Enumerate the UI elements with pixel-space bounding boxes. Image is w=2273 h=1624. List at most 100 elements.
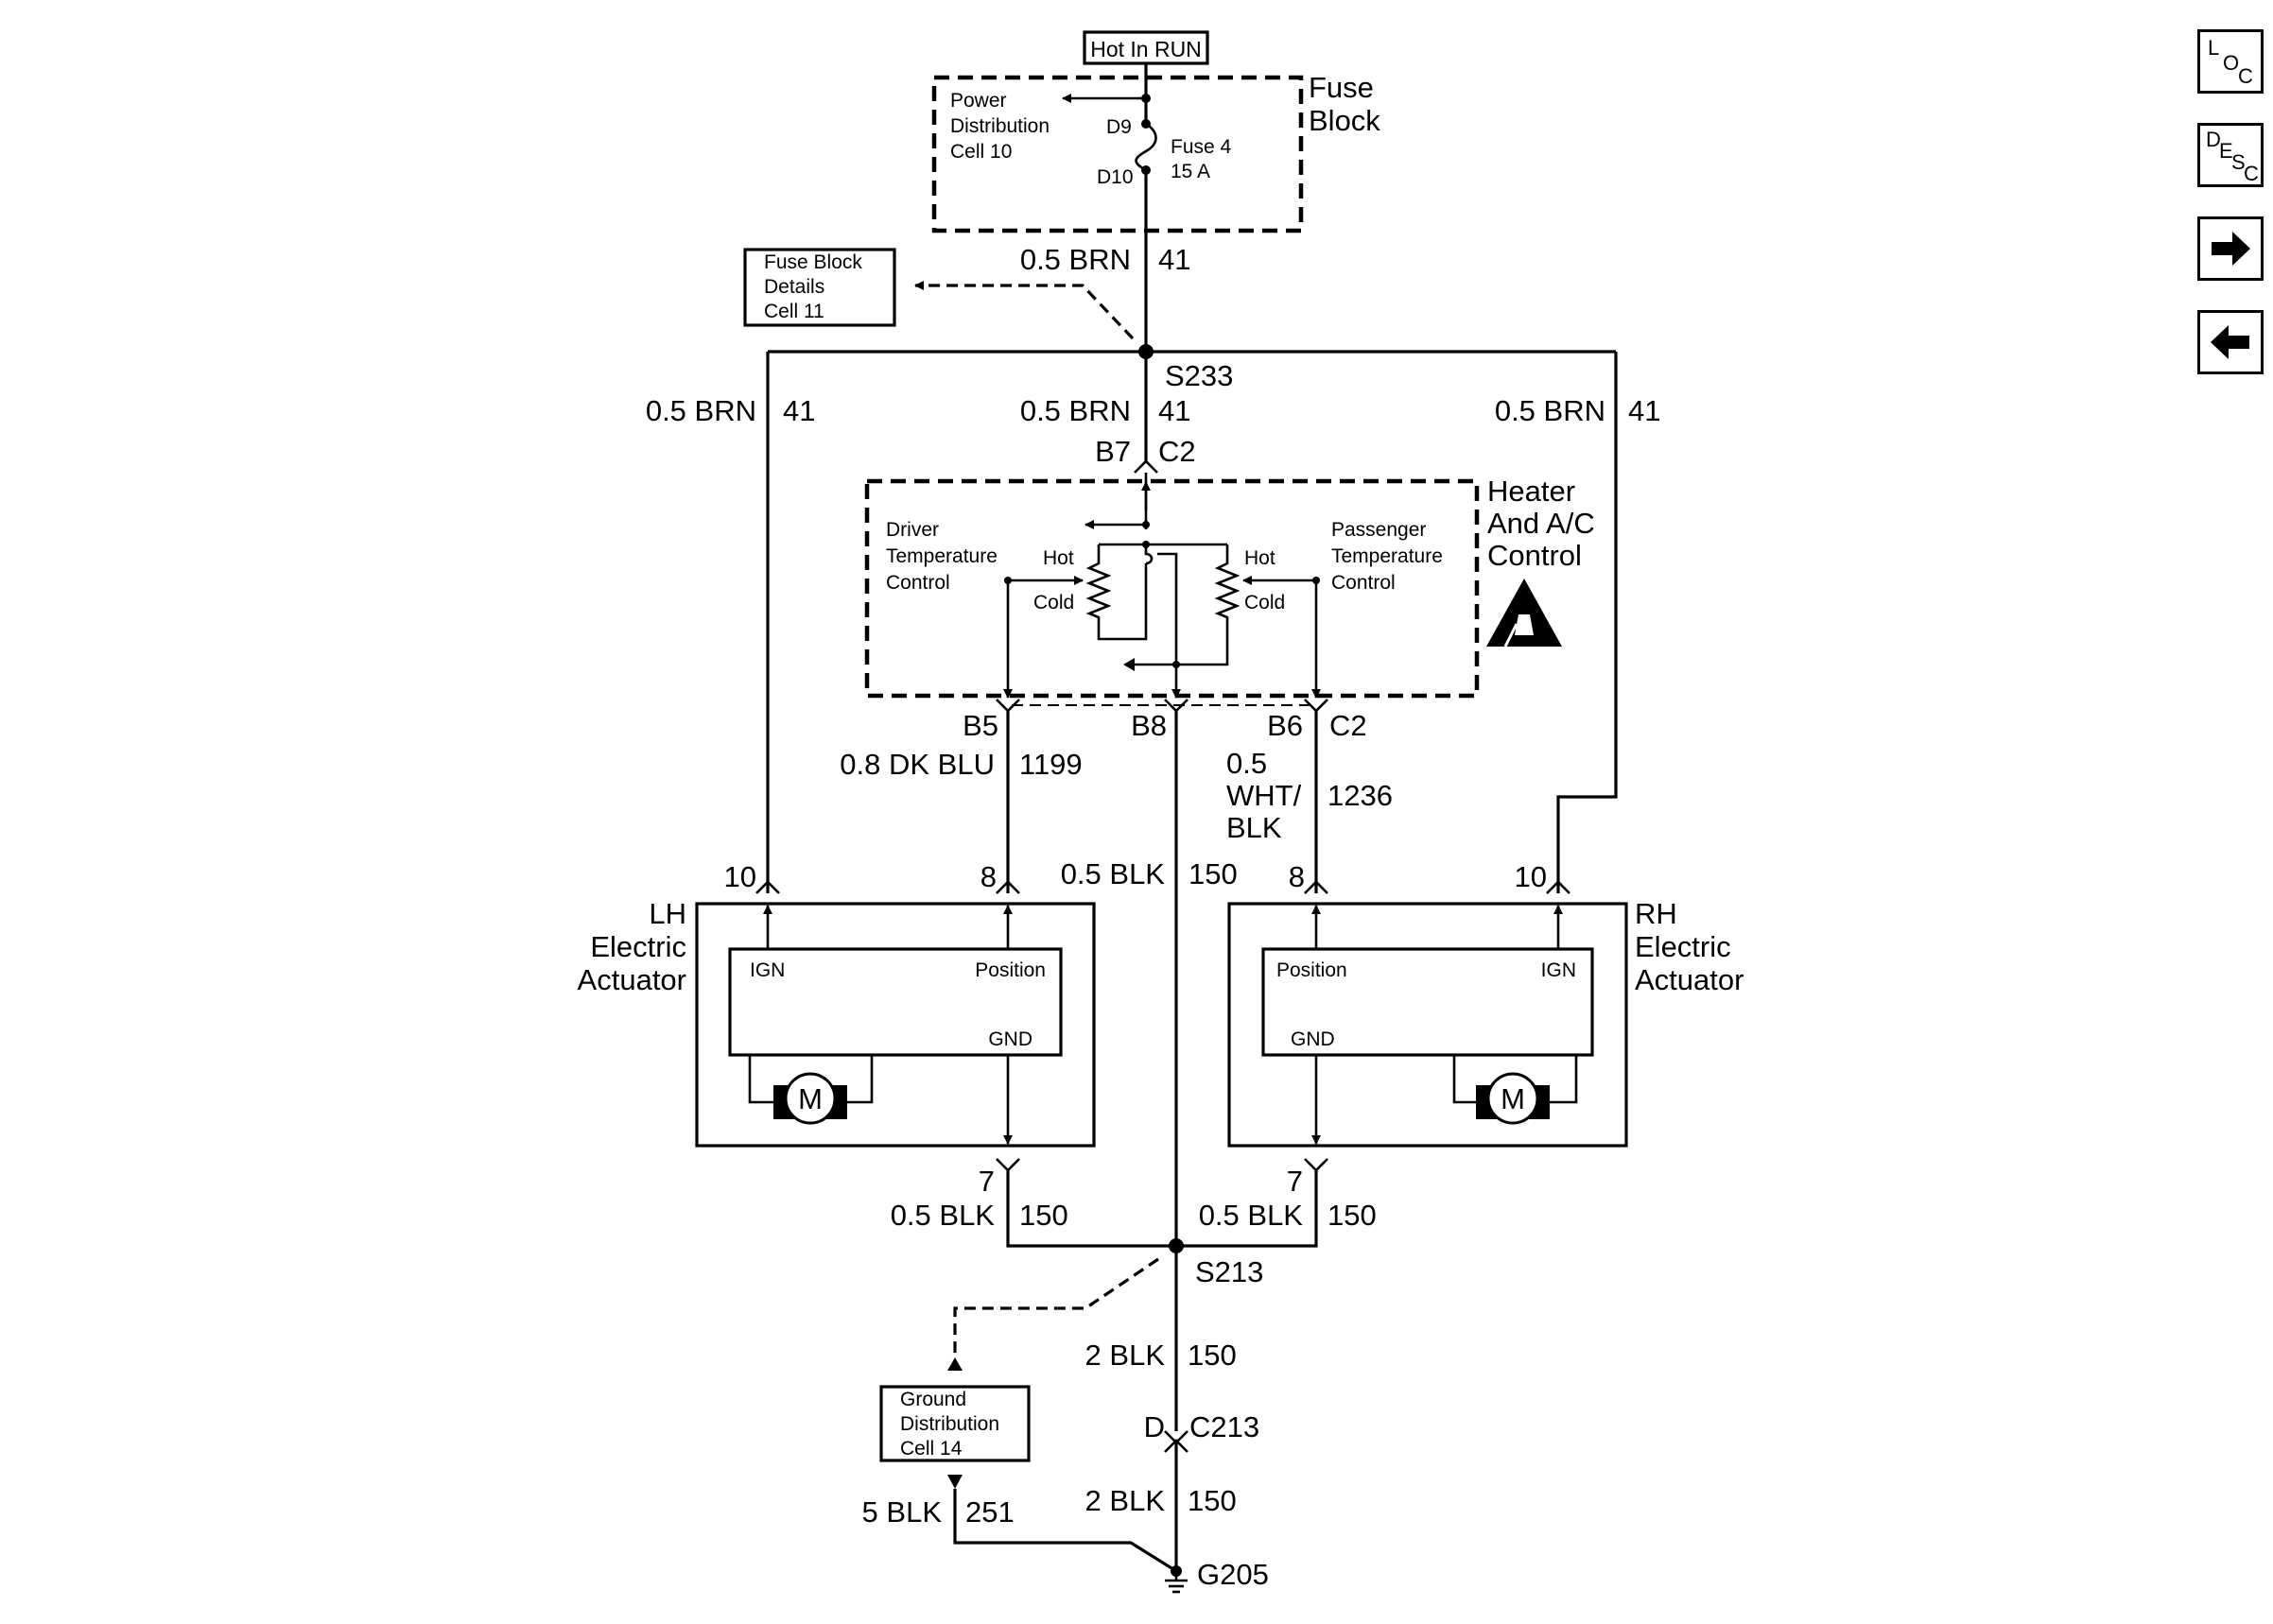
fuse-block-details-pointer [914, 281, 1135, 340]
ground-g205-symbol [1165, 1565, 1188, 1594]
splice-s233-label: S233 [1165, 359, 1233, 392]
hvac-crossover [1144, 544, 1154, 565]
desc-button[interactable]: D E S C [2197, 123, 2264, 187]
lh-gnd-label: GND [988, 1028, 1032, 1050]
heater-ac-control-outline [864, 478, 1480, 699]
rh-ign-label: IGN [1541, 959, 1576, 981]
heater-ac-control-label-3: Control [1487, 539, 1582, 572]
rh-actuator-label-2: Electric [1635, 930, 1731, 963]
driver-temp-control-label-2: Temperature [886, 545, 998, 567]
wire-2blk-upper-color: 2 BLK [1085, 1339, 1166, 1372]
desc-letter-s: S [2231, 150, 2246, 174]
next-button[interactable] [2197, 216, 2264, 281]
fuse-pin-d9: D9 [1106, 116, 1132, 138]
hvac-common-return [1157, 552, 1178, 665]
wire-2blk-upper-number: 150 [1188, 1339, 1237, 1372]
fuse-pin-d10: D10 [1097, 166, 1134, 188]
power-distribution-ref-2[interactable]: Distribution [950, 115, 1050, 137]
svg-text:Hot In RUN: Hot In RUN [1090, 37, 1202, 61]
svg-text:Cell 14: Cell 14 [900, 1438, 963, 1460]
connector-c2-bottom-label: C2 [1329, 709, 1367, 742]
esd-warning-icon [1486, 579, 1562, 648]
hot-in-run-label: Hot In RUN [1083, 30, 1209, 65]
previous-button[interactable] [2197, 310, 2264, 374]
passenger-temp-control-label-2: Temperature [1331, 545, 1443, 567]
lh-motor: M [748, 1055, 874, 1125]
wire-41-top-color: 0.5 BRN [1020, 243, 1131, 276]
heater-ac-control-label: Heater [1487, 475, 1575, 508]
c213-label: C213 [1189, 1410, 1259, 1443]
pin-b8-label: B8 [1131, 709, 1167, 742]
lh-position-label: Position [975, 959, 1046, 981]
rh-actuator-outline [1227, 902, 1628, 1148]
pin-b7-label: B7 [1095, 435, 1131, 468]
rh-pin7-label: 7 [1287, 1165, 1303, 1198]
rh-actuator-label-3: Actuator [1635, 963, 1744, 996]
wire-1199-number: 1199 [1019, 748, 1083, 781]
passenger-potentiometer [1129, 544, 1241, 666]
connector-c2-top-label: C2 [1158, 435, 1196, 468]
fuse-junction-top [1141, 94, 1151, 103]
loc-button[interactable]: L O C [2197, 29, 2264, 94]
wire-1236-number: 1236 [1327, 779, 1393, 812]
connector-b7-c2 [1134, 459, 1158, 474]
ground-distribution-ref[interactable]: Ground Distribution Cell 14 [879, 1385, 1031, 1462]
rh-connector-pin8 [1304, 880, 1328, 894]
wire-1236-color: 0.5 [1226, 747, 1267, 780]
svg-text:Ground: Ground [900, 1389, 966, 1410]
passenger-temp-control-label: Passenger [1331, 519, 1426, 541]
wire-41-top-number: 41 [1158, 243, 1190, 276]
wire-150-left [1006, 1170, 1318, 1248]
wire-2blk-lower-color: 2 BLK [1085, 1484, 1166, 1517]
rh-connector-pin10 [1546, 880, 1570, 894]
wire-251-number: 251 [965, 1495, 1015, 1529]
fuse-block-details-ref[interactable]: Fuse Block Details Cell 11 [743, 248, 896, 327]
wire-150-right-color: 0.5 BLK [1199, 1199, 1304, 1232]
wire-41-right [1556, 352, 1618, 893]
wire-150-left-color: 0.5 BLK [891, 1199, 996, 1232]
driver-temp-control-label-3: Control [886, 572, 950, 594]
wire-1199-color: 0.8 DK BLU [840, 748, 995, 781]
arrow-left-icon [2211, 325, 2249, 359]
lh-actuator-outline [695, 902, 1096, 1148]
wire-41-right-number: 41 [1628, 394, 1660, 427]
lh-ign-label: IGN [750, 959, 785, 981]
wire-150-center-color: 0.5 BLK [1061, 857, 1166, 890]
lh-pin7-label: 7 [979, 1165, 995, 1198]
rh-pin8-label: 8 [1289, 860, 1305, 893]
pin-b5-label: B5 [963, 709, 998, 742]
lh-actuator-label-3: Actuator [578, 963, 686, 996]
loc-letter-l: L [2208, 36, 2220, 60]
wire-41-center-color: 0.5 BRN [1020, 394, 1131, 427]
wire-2blk-lower-number: 150 [1188, 1484, 1237, 1517]
wire-251-color: 5 BLK [862, 1495, 943, 1529]
wire-41-left-color: 0.5 BRN [646, 394, 756, 427]
rh-connector-pin7 [1304, 1158, 1328, 1172]
pin-b6-label: B6 [1267, 709, 1303, 742]
wire-1236-color-2: WHT/ [1226, 779, 1302, 812]
svg-text:Cell 11: Cell 11 [764, 301, 824, 322]
lh-pin10-label: 10 [724, 860, 756, 893]
fuse-name: Fuse 4 [1171, 136, 1232, 158]
rh-actuator-module [1261, 947, 1594, 1057]
wire-150-center-number: 150 [1189, 857, 1238, 890]
passenger-cold-label: Cold [1244, 592, 1285, 613]
fuse-block-label-2: Block [1309, 104, 1380, 137]
hvac-ground-arrow [1123, 658, 1135, 671]
power-distribution-ref[interactable]: Power [950, 90, 1007, 112]
wire-1236-color-3: BLK [1226, 811, 1282, 844]
fuse-4-symbol [1135, 122, 1157, 172]
lh-pin8-label: 8 [980, 860, 997, 893]
loc-letter-c: C [2238, 64, 2253, 88]
svg-text:Distribution: Distribution [900, 1413, 999, 1435]
ground-distribution-pointer-head [947, 1357, 963, 1371]
rh-actuator-label: RH [1635, 897, 1677, 930]
svg-text:Details: Details [764, 276, 824, 298]
lh-actuator-module [728, 947, 1063, 1057]
wire-41-left-number: 41 [783, 394, 815, 427]
rh-position-label: Position [1276, 959, 1347, 981]
power-distribution-ref-3[interactable]: Cell 10 [950, 141, 1012, 163]
arrow-right-icon [2212, 232, 2250, 266]
loc-letter-o: O [2223, 51, 2240, 75]
